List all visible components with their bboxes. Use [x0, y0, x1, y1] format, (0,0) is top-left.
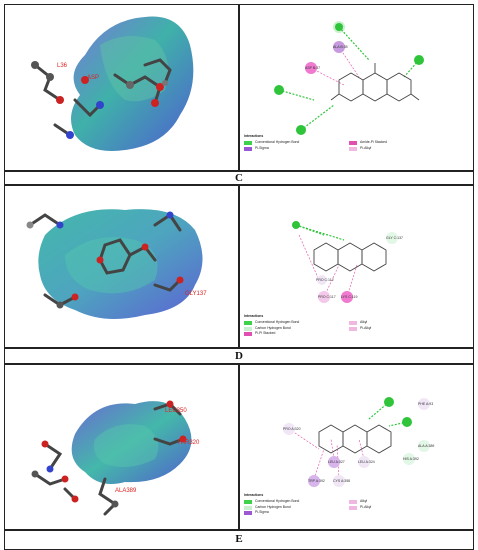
residue-label-2d: PRO A:320	[283, 427, 301, 431]
panel-caption: E	[235, 533, 243, 545]
legend-item: Conventional Hydrogen Bond	[244, 499, 299, 504]
residue-label-2d: GLY C:137	[386, 236, 403, 240]
residue-label-2d: LEU A:327	[328, 460, 345, 464]
legend-item: Pi-Alkyl	[349, 326, 371, 331]
residue-label-2d: ASP B:37	[305, 66, 320, 70]
residue-label-2d: PHE A:93	[418, 402, 433, 406]
legend: Interactions Conventional Hydrogen Bond …	[244, 493, 469, 515]
residue-label-2d: CYS A:358	[333, 479, 350, 483]
residue-label-3d: LEU350	[165, 408, 187, 414]
panel-e-2d-diagram: PHE A:93 PRO A:320 ALA A:389 LEU A:327 L…	[239, 364, 473, 529]
residue-label-3d: ALA389	[115, 488, 137, 494]
panel-caption: C	[235, 172, 243, 184]
row-divider	[4, 347, 474, 349]
residue-label-2d: ALA A:389	[418, 444, 434, 448]
legend-item: Alkyl	[349, 499, 371, 504]
legend-item: Conventional Hydrogen Bond	[244, 140, 299, 145]
residue-label-2d: PRO C:112	[316, 278, 334, 282]
column-divider	[238, 4, 240, 170]
legend-item: Carbon Hydrogen Bond	[244, 505, 299, 510]
residue-label-3d: GLY137	[185, 291, 207, 297]
legend-title: Interactions	[244, 493, 264, 497]
legend: Interactions Conventional Hydrogen Bond …	[244, 314, 469, 336]
legend: Interactions Conventional Hydrogen Bond …	[244, 134, 469, 151]
legend-item: Carbon Hydrogen Bond	[244, 326, 299, 331]
legend-item: Pi-Sigma	[244, 510, 299, 515]
residue-label-2d: ALA B:35	[333, 45, 348, 49]
row-divider	[4, 170, 474, 172]
legend-item: Pi-Alkyl	[349, 146, 387, 151]
residue-label-2d: HIS A:392	[403, 457, 419, 461]
legend-item: Amide-Pi Stacked	[349, 140, 387, 145]
residue-label-3d: ASP	[87, 75, 99, 81]
panel-caption: D	[235, 350, 243, 362]
legend-title: Interactions	[244, 134, 264, 138]
row-divider	[4, 529, 474, 531]
panel-d-2d-diagram: PRO C:112 GLY C:137 PRO C:117 LYS C:119 …	[239, 185, 473, 347]
panel-e-3d-view: LEU350 THR320 ALA389	[5, 364, 238, 529]
residue-label-3d: THR320	[177, 440, 200, 446]
legend-item: Pi-Sigma	[244, 146, 299, 151]
residue-label-3d: L36	[57, 63, 68, 69]
panel-d-3d-view: GLY137	[5, 185, 238, 347]
row-divider	[4, 363, 474, 365]
residue-label-2d: LEU A:324	[358, 460, 375, 464]
residue-label-2d: PRO C:117	[318, 295, 336, 299]
legend-item: Pi-Alkyl	[349, 505, 371, 510]
legend-title: Interactions	[244, 314, 264, 318]
row-divider	[4, 184, 474, 186]
panel-c-2d-diagram: ALA B:35 ASP B:37 Interactions Conventio…	[239, 5, 473, 170]
legend-item: Alkyl	[349, 320, 371, 325]
legend-item: Conventional Hydrogen Bond	[244, 320, 299, 325]
residue-label-2d: TRP A:392	[308, 479, 325, 483]
panel-c-3d-view: L36 ASP	[5, 5, 238, 170]
legend-item: Pi-Pi Stacked	[244, 331, 299, 336]
residue-label-2d: LYS C:119	[341, 295, 357, 299]
